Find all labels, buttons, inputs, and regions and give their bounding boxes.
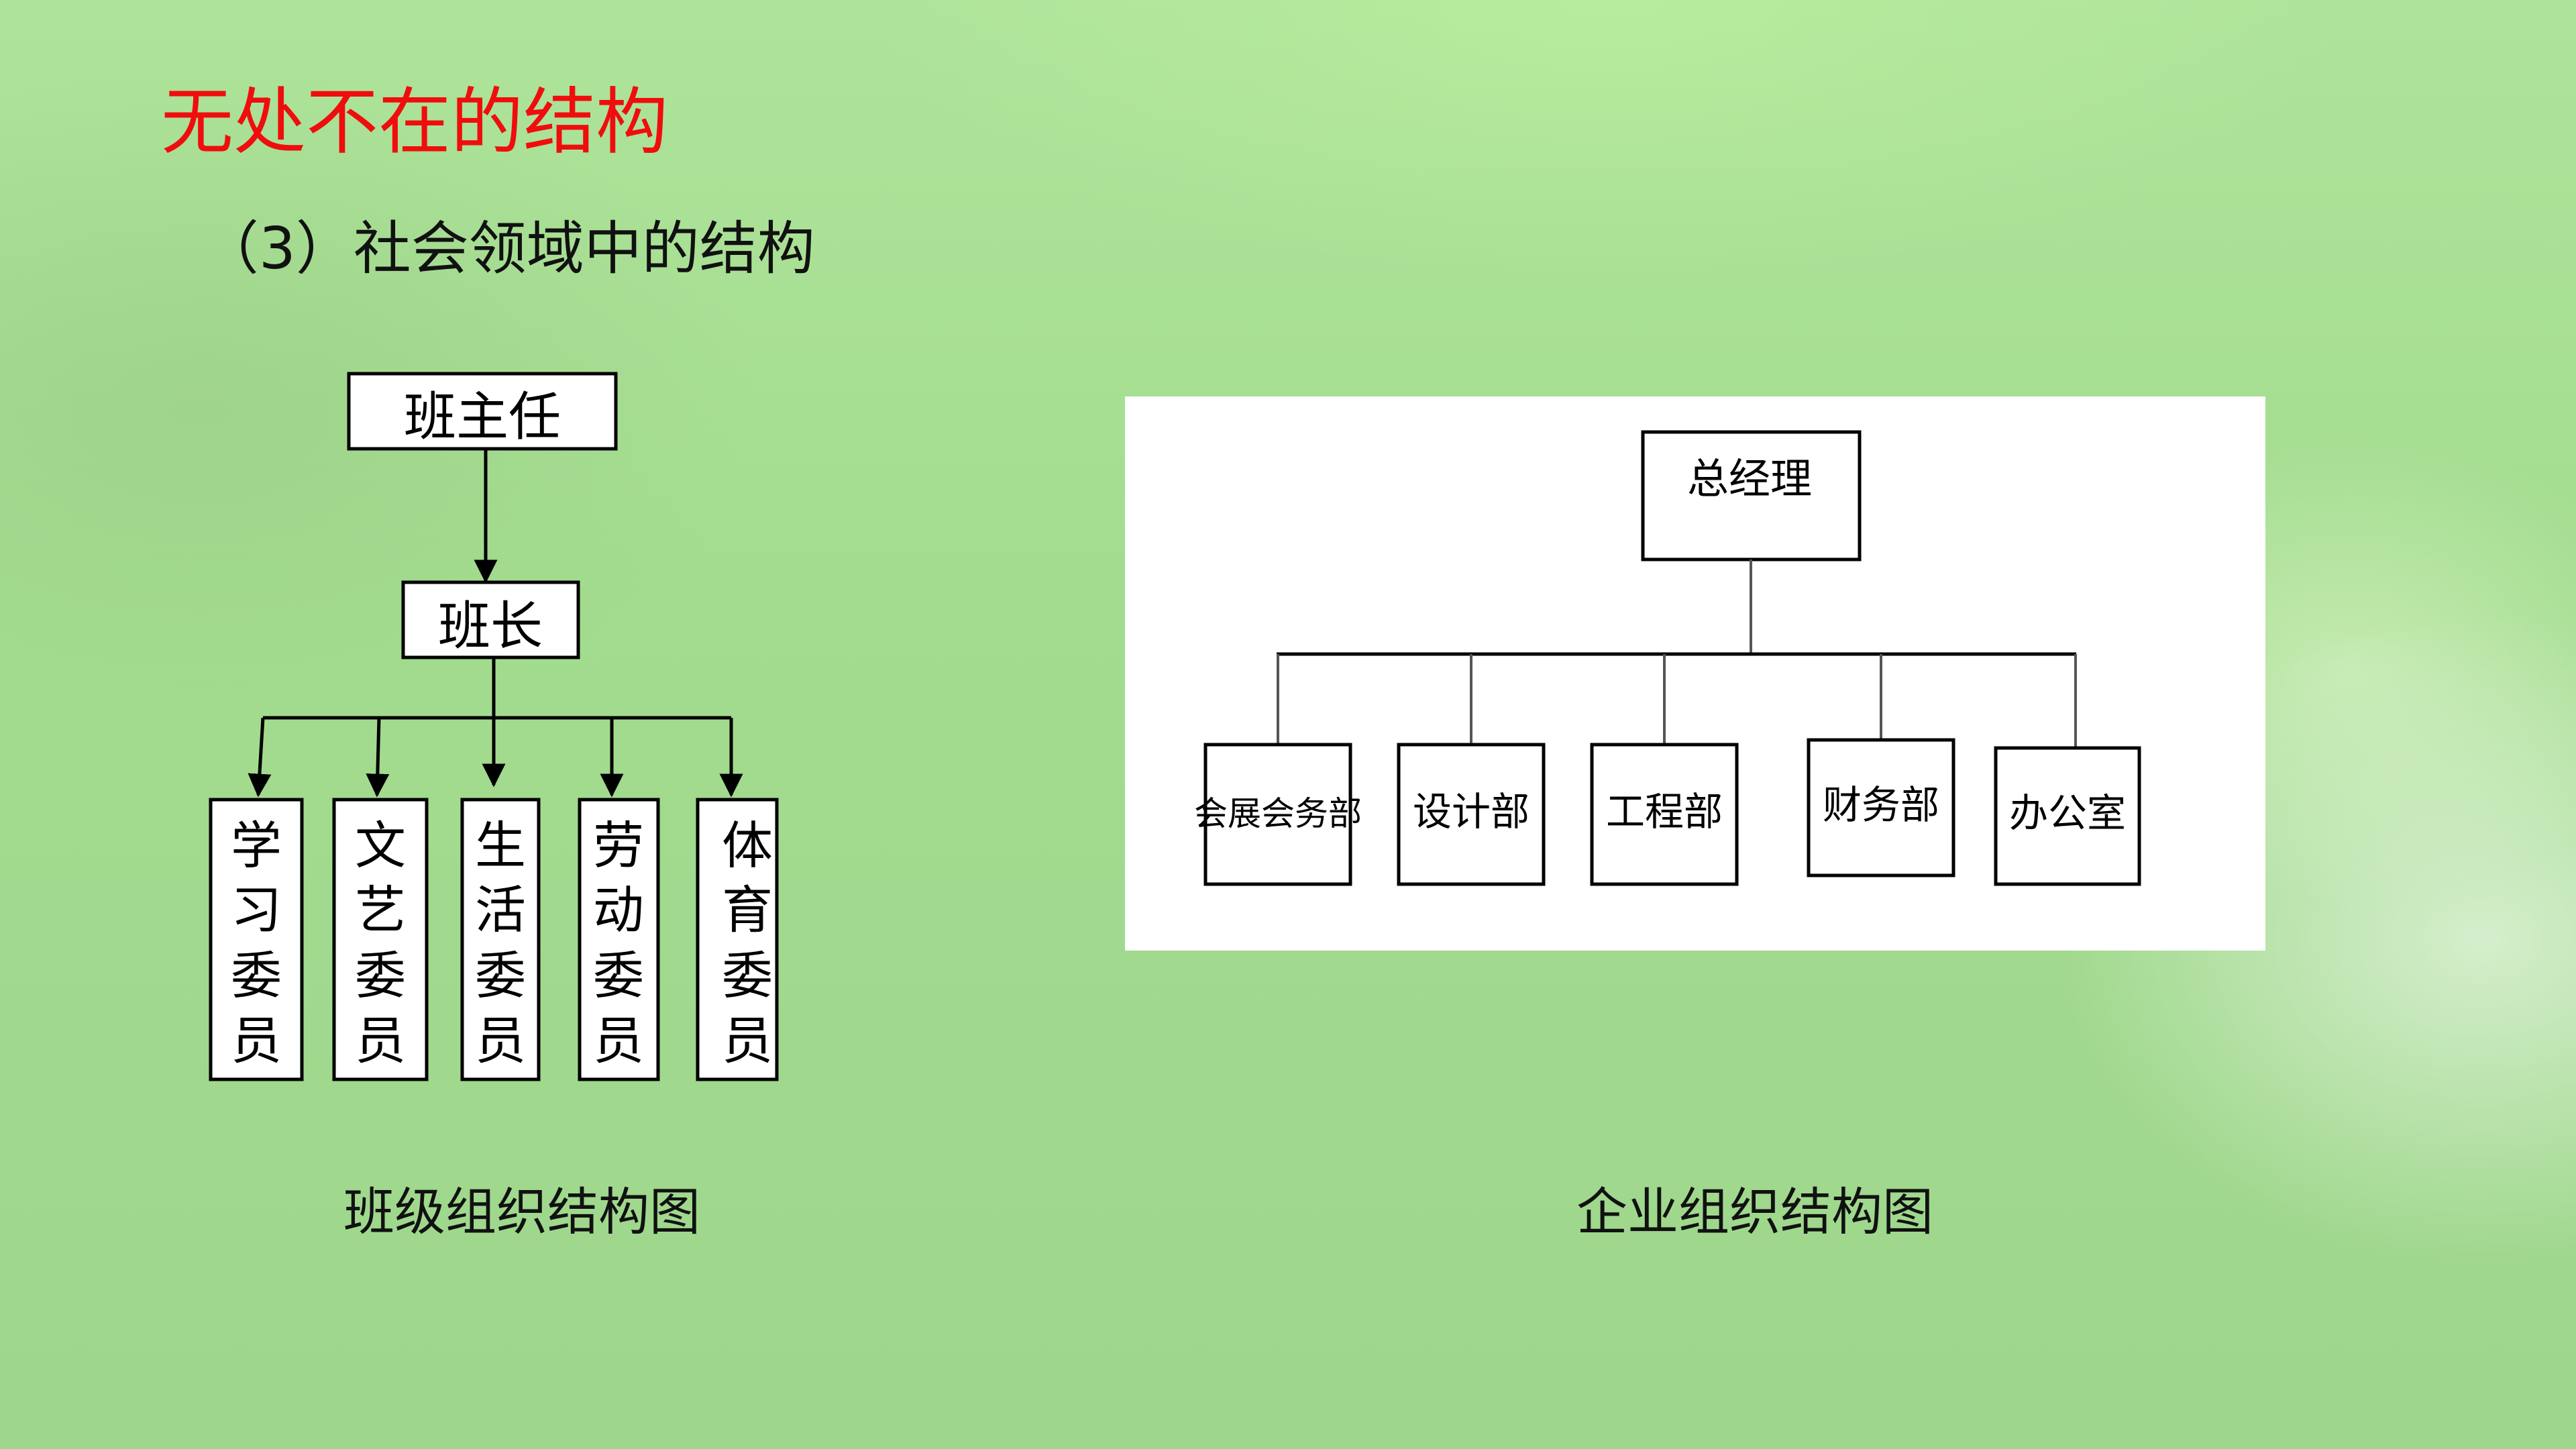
company-dept-box xyxy=(1397,743,1546,886)
class-root-label: 班主任 xyxy=(404,387,561,447)
class-chart-caption: 班级组织结构图 xyxy=(343,1182,700,1242)
class-member-char: 员 xyxy=(355,1011,406,1071)
company-dept-box xyxy=(1590,743,1739,886)
company-dept-label: 工程部 xyxy=(1606,789,1723,835)
class-member-char: 委 xyxy=(593,946,644,1006)
class-member-char: 委 xyxy=(231,946,282,1006)
class-member-char: 体 xyxy=(722,816,773,875)
class-member-4: 劳 动 委 员 xyxy=(578,798,660,1081)
slide-subtitle: （3）社会领域中的结构 xyxy=(201,215,815,282)
company-chart-panel xyxy=(1125,396,2265,951)
class-member-char: 活 xyxy=(475,880,526,940)
company-dept-label: 财务部 xyxy=(1823,782,1939,828)
class-member-2: 文 艺 委 员 xyxy=(332,798,429,1081)
class-member-3: 生 活 委 员 xyxy=(460,798,541,1081)
company-dept-label: 办公室 xyxy=(2009,790,2126,836)
class-member-char: 文 xyxy=(355,816,406,875)
class-member-char: 员 xyxy=(593,1011,644,1071)
class-member-char: 动 xyxy=(593,880,644,940)
class-member-char: 习 xyxy=(231,880,282,940)
class-member-5: 体 育 委 员 xyxy=(696,798,779,1081)
class-member-char: 员 xyxy=(722,1011,773,1071)
class-monitor-box xyxy=(401,580,580,659)
company-dept-label: 设计部 xyxy=(1413,789,1529,835)
class-member-char: 员 xyxy=(475,1011,526,1071)
company-dept-label: 会展会务部 xyxy=(1194,794,1362,833)
company-root-box xyxy=(1641,430,1862,561)
class-member-char: 委 xyxy=(475,946,526,1006)
class-member-char: 委 xyxy=(722,946,773,1006)
company-dept-box xyxy=(1994,746,2141,886)
company-chart-caption: 企业组织结构图 xyxy=(1576,1182,1933,1242)
company-dept-box xyxy=(1203,743,1352,886)
class-member-char: 员 xyxy=(231,1011,282,1071)
class-member-char: 育 xyxy=(722,880,773,940)
class-member-char: 委 xyxy=(355,946,406,1006)
class-member-char: 劳 xyxy=(593,816,644,875)
class-root-box xyxy=(347,372,618,451)
company-dept-box xyxy=(1807,738,1955,877)
slide-title: 无处不在的结构 xyxy=(161,80,669,164)
class-member-char: 艺 xyxy=(355,880,406,940)
class-member-arrow xyxy=(366,717,390,798)
class-member-1: 学 习 委 员 xyxy=(209,798,304,1081)
company-root-label: 总经理 xyxy=(1687,454,1812,503)
class-member-arrow xyxy=(248,717,272,798)
class-member-char: 生 xyxy=(475,816,526,875)
class-monitor-label: 班长 xyxy=(438,596,543,657)
class-member-char: 学 xyxy=(231,816,282,875)
